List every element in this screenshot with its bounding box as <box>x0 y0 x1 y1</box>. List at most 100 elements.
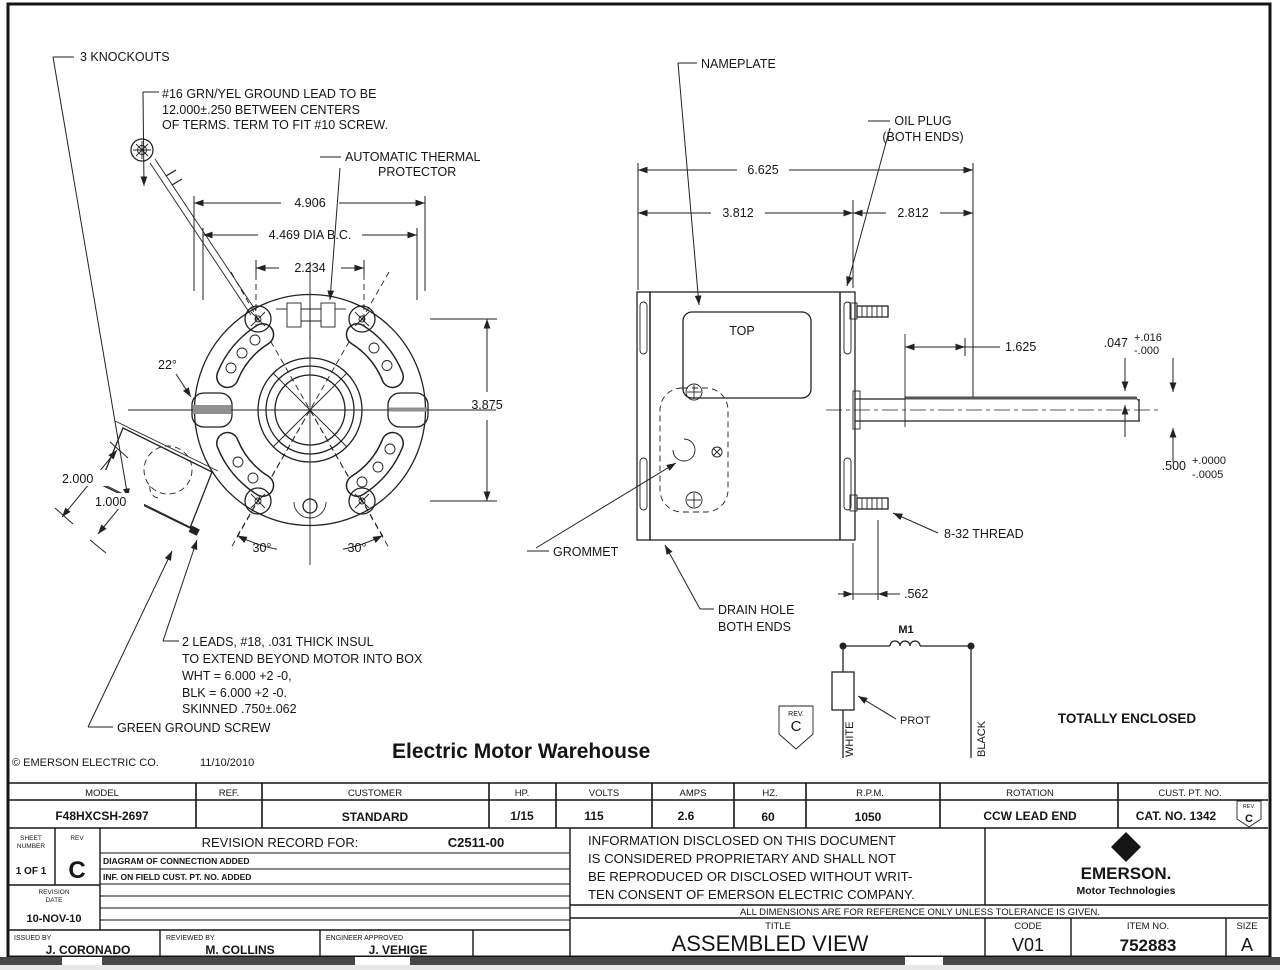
spec-value-model: F48HXCSH-2697 <box>55 809 149 823</box>
front-view: 3 KNOCKOUTS #16 GRN/YEL GROUND LEAD TO B… <box>52 50 503 735</box>
rev-shield: REV. C <box>778 705 814 750</box>
enclosure-label: TOTALLY ENCLOSED <box>1058 711 1197 726</box>
rev-shield-value: C <box>791 718 802 735</box>
dim-box-outer-label: 2.000 <box>62 472 93 486</box>
item-value: 752883 <box>1120 936 1177 955</box>
thermal-label-1: AUTOMATIC THERMAL <box>345 150 480 164</box>
dim-bolt-circle: 4.469 DIA B.C. <box>202 228 418 300</box>
spec-header-volts: VOLTS <box>589 788 619 799</box>
dim-body-length: 3.812 2.812 <box>638 200 973 288</box>
size-value: A <box>1241 935 1253 955</box>
callout-thermal: AUTOMATIC THERMAL PROTECTOR <box>320 150 480 301</box>
approved-label: ENGINEER APPROVED <box>326 935 403 942</box>
wiring-schematic: M1 WHITE BLACK PROT REV. C TOTALLY ENCLO… <box>778 624 1197 758</box>
callout-leads: 2 LEADS, #18, .031 THICK INSUL TO EXTEND… <box>162 539 423 716</box>
dim-body-label: 3.812 <box>722 206 753 220</box>
side-view: TOP <box>527 57 1226 634</box>
reviewed-label: REVIEWED BY <box>166 935 215 942</box>
dim-od-label: 4.906 <box>294 196 325 210</box>
angle-label: 22° <box>158 358 177 372</box>
spec-header-model: MODEL <box>85 788 119 799</box>
spec-header-rpm: R.P.M. <box>856 788 884 799</box>
mounting-stud-bottom <box>849 494 889 512</box>
proprietary-line-4: TEN CONSENT OF EMERSON ELECTRIC COMPANY. <box>588 887 915 902</box>
ring-terminal <box>130 138 154 162</box>
title-label: TITLE <box>765 921 791 932</box>
sheet-label-2: NUMBER <box>17 843 45 850</box>
callout-oil-plug: OIL PLUG (BOTH ENDS) <box>846 114 964 287</box>
nameplate-label: NAMEPLATE <box>701 57 776 71</box>
hub-bore <box>274 374 346 446</box>
ground-lead-note-3: OF TERMS. TERM TO FIT #10 SCREW. <box>162 118 388 132</box>
reviewed-name: M. COLLINS <box>205 943 274 957</box>
spec-rev-shield: REV. C <box>1236 800 1262 828</box>
spec-value-rotation: CCW LEAD END <box>983 809 1077 823</box>
brand-sub: Motor Technologies <box>1077 885 1176 897</box>
spec-value-hz: 60 <box>761 810 775 824</box>
drain-label-1: DRAIN HOLE <box>718 603 794 617</box>
code-value: V01 <box>1012 935 1044 955</box>
issued-name: J. CORONADO <box>46 943 131 957</box>
leads-note-5: SKINNED .750±.062 <box>182 702 297 716</box>
code-label: CODE <box>1014 921 1041 932</box>
proprietary-line-1: INFORMATION DISCLOSED ON THIS DOCUMENT <box>588 833 896 848</box>
dim-flat-length: 1.625 <box>905 338 1036 356</box>
dim-shaft-diameter: .500 +.0000 -.0005 <box>1162 358 1226 481</box>
dim-flat-len-label: 1.625 <box>1005 340 1036 354</box>
sheet-label-1: SHEET <box>20 835 42 842</box>
revdate-value: 10-NOV-10 <box>26 913 81 925</box>
thermal-label-2: PROTECTOR <box>378 165 456 179</box>
leads-note-4: BLK = 6.000 +2 -0. <box>182 686 287 700</box>
mounting-stud-top <box>849 302 889 320</box>
item-label: ITEM NO. <box>1127 921 1169 932</box>
ground-lead <box>130 138 257 316</box>
callout-nameplate: NAMEPLATE <box>677 57 776 306</box>
knockouts-label: 3 KNOCKOUTS <box>80 50 170 64</box>
white-wire-label: WHITE <box>844 722 856 757</box>
dim-conduit-box: 2.000 1.000 <box>54 441 144 554</box>
black-wire-label: BLACK <box>976 720 988 757</box>
callout-ground-lead: #16 GRN/YEL GROUND LEAD TO BE 12.000±.25… <box>140 87 388 187</box>
revision-entry-1: DIAGRAM OF CONNECTION ADDED <box>103 856 250 866</box>
coil-m1 <box>889 640 921 647</box>
spec-value-custpt: CAT. NO. 1342 <box>1136 809 1217 823</box>
spec-header-hz: HZ. <box>762 788 777 799</box>
dim-len-label: 6.625 <box>747 163 778 177</box>
nameplate-plate <box>682 311 812 399</box>
dim-stud-label: .562 <box>904 587 928 601</box>
dim-bc-label: 4.469 DIA B.C. <box>269 228 352 242</box>
angle-line-left <box>234 409 311 541</box>
revdate-label-2: DATE <box>46 897 64 904</box>
lead-exit-area <box>659 383 729 513</box>
callout-drain-hole: DRAIN HOLE BOTH ENDS <box>664 544 794 634</box>
oil-plug-label-1: OIL PLUG <box>894 114 951 128</box>
dim-overall-length: 6.625 <box>637 163 974 397</box>
thread-label: 8-32 THREAD <box>944 527 1024 541</box>
record-title: REVISION RECORD FOR: <box>202 835 359 850</box>
spec-header-ref: REF. <box>219 788 240 799</box>
dim-mount-height: 3.875 <box>430 318 503 502</box>
mounting-holes <box>244 305 376 515</box>
side-slots <box>191 392 429 428</box>
title-block: INFORMATION DISCLOSED ON THIS DOCUMENT I… <box>570 828 1268 957</box>
copyright-label: © EMERSON ELECTRIC CO. <box>12 757 159 769</box>
angle-right-label: 30° <box>348 541 367 555</box>
dim-flat-depth: .047 +.016 -.000 <box>1104 332 1162 437</box>
thermal-protector <box>276 294 346 340</box>
drain-label-2: BOTH ENDS <box>718 620 791 634</box>
dim-hole-angles: 30° 30° <box>237 535 383 555</box>
protector-box <box>831 671 855 711</box>
flat-val: .047 <box>1104 336 1128 350</box>
hub-spokes <box>272 372 348 448</box>
spec-rev-label: REV. <box>1243 804 1256 810</box>
oil-plug-label-2: (BOTH ENDS) <box>882 130 963 144</box>
spec-header-hp: HP. <box>515 788 530 799</box>
knockout-circle <box>143 445 193 495</box>
spec-value-hp: 1/15 <box>510 809 534 823</box>
size-label: SIZE <box>1236 921 1257 932</box>
scan-edge-bar <box>0 957 1280 965</box>
title-value: ASSEMBLED VIEW <box>672 931 869 956</box>
dim-outer-diameter: 4.906 <box>193 196 426 291</box>
dia-tol-plus: +.0000 <box>1192 455 1226 467</box>
star-washer <box>133 141 151 159</box>
